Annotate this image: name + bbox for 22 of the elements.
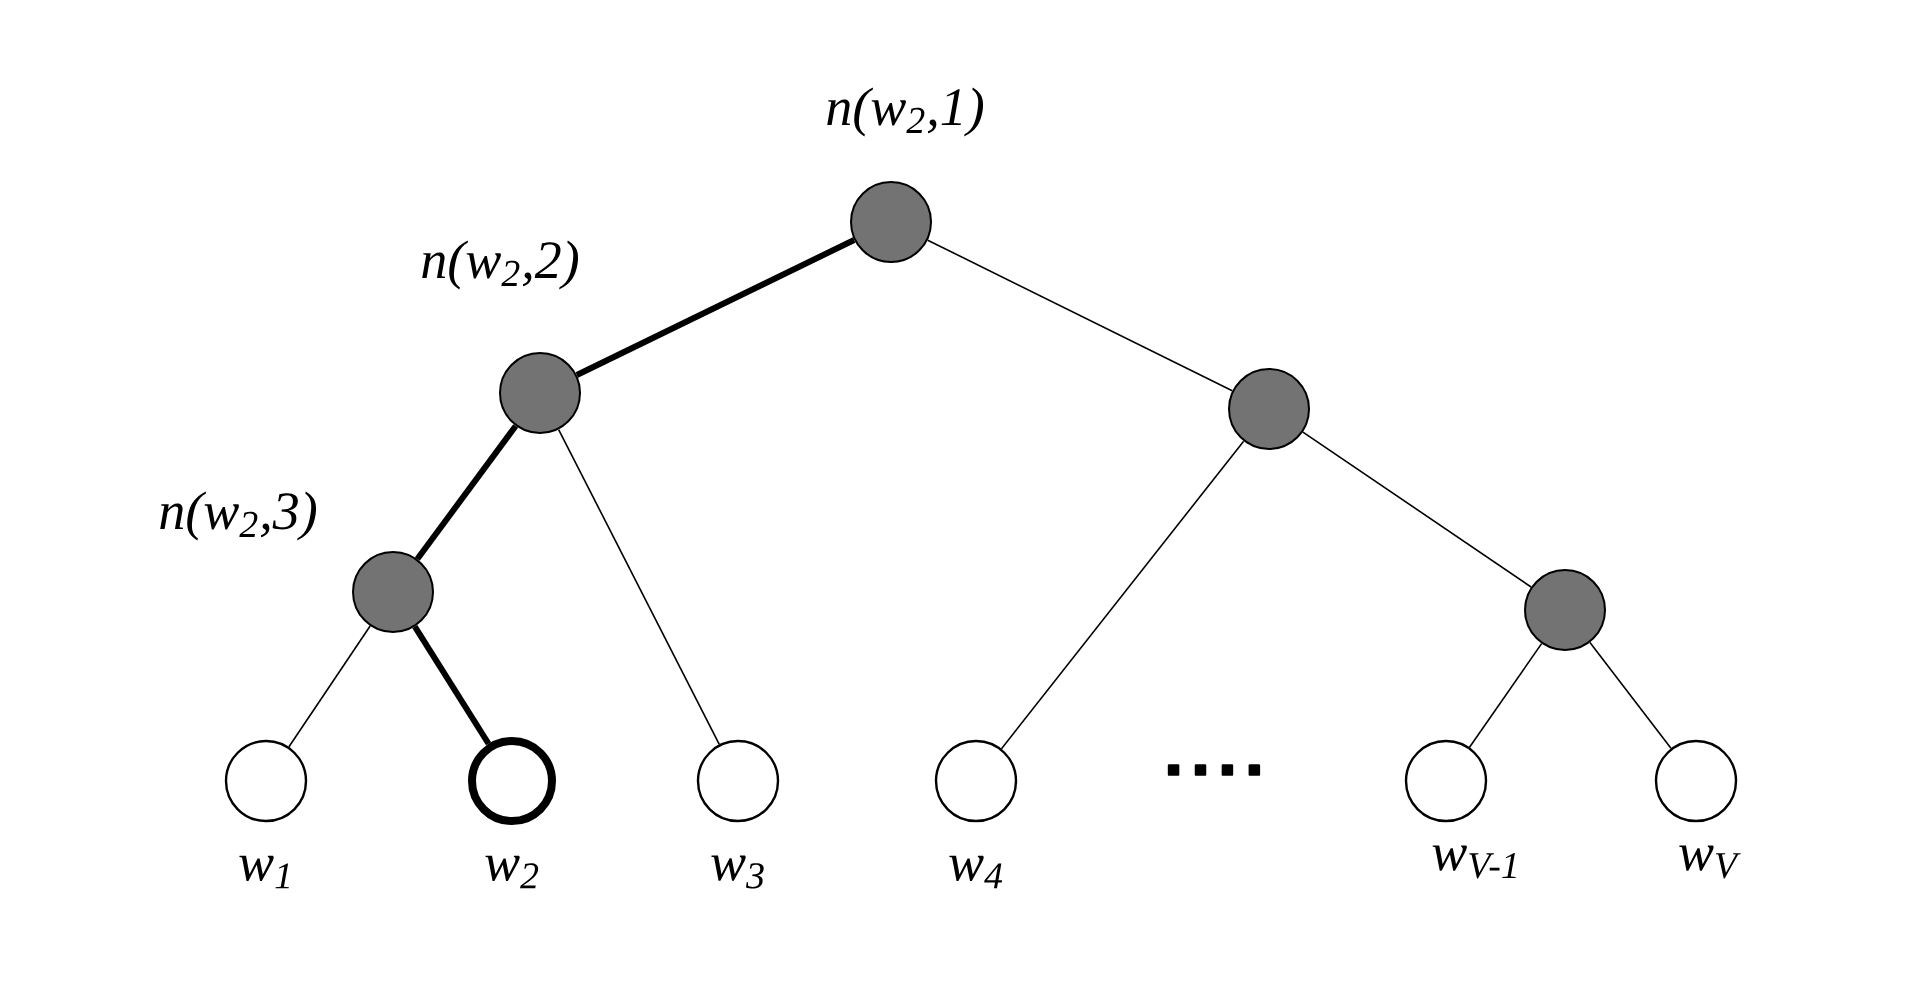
tree-edge <box>575 237 856 378</box>
tree-edge <box>557 428 721 746</box>
node-label: w$_{3}$ <box>711 855 764 889</box>
tree-edge <box>926 239 1234 392</box>
node-label: w$_{V-1}$ <box>1432 845 1516 879</box>
tree-edge <box>1468 642 1543 748</box>
tree-edge <box>1589 641 1672 750</box>
tree-node <box>1228 368 1310 450</box>
tree-edge <box>412 625 492 746</box>
node-label: n(w$_{2}$,1) <box>827 87 984 137</box>
node-label: n(w$_{2}$,3) <box>160 491 316 541</box>
tree-edge <box>288 625 371 748</box>
node-label: w$_{2}$ <box>485 855 539 889</box>
node-label: n(w$_{2}$,2) <box>422 240 578 290</box>
tree-edge <box>1302 431 1532 588</box>
node-label: w$_{4}$ <box>949 855 1003 889</box>
node-label: w$_{1}$ <box>239 855 289 889</box>
node-label: w$_{V}$ <box>1679 845 1741 879</box>
ellipsis: .... <box>1167 764 1261 776</box>
tree-edge <box>414 424 519 561</box>
tree-node <box>1524 569 1606 651</box>
tree-edge <box>1000 440 1245 750</box>
